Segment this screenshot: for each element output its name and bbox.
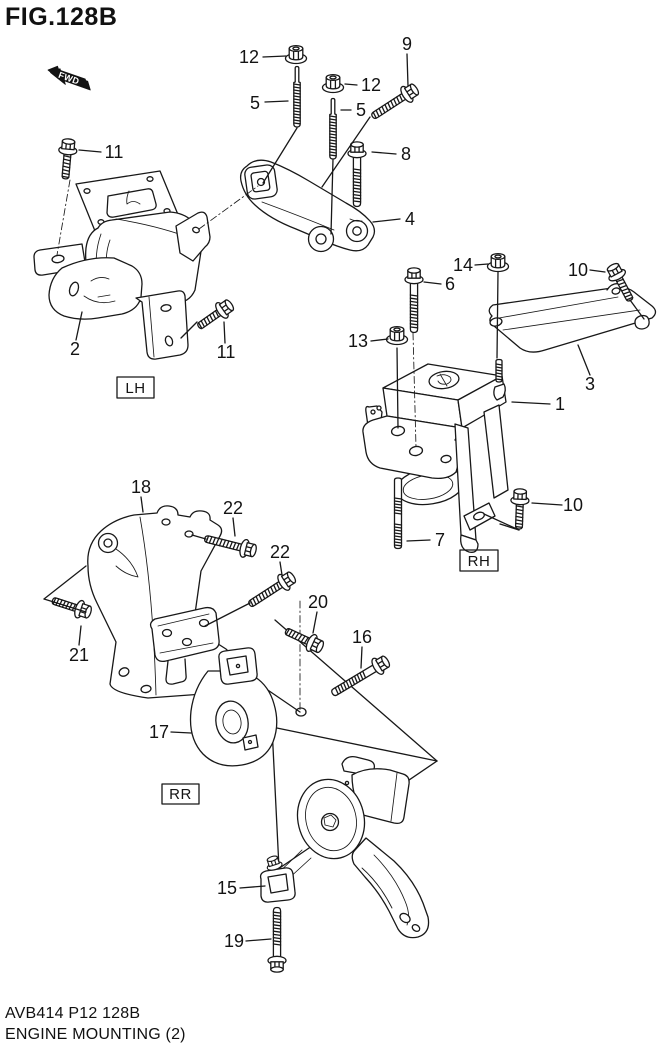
figure-title: FIG.128B (5, 3, 118, 31)
fwd-direction-marker: FWD (47, 65, 91, 91)
callout-text: 6 (445, 274, 455, 294)
callout-text: 17 (149, 722, 169, 742)
bolt-10b (510, 489, 529, 530)
section-label-rr: RR (161, 783, 200, 805)
callout-text: 11 (105, 142, 124, 162)
callout-text: 22 (223, 498, 243, 518)
lh-mount-assembly-part2 (33, 170, 211, 360)
callout-text: 4 (405, 209, 415, 229)
callout-text: 20 (308, 592, 328, 612)
callout-text: 13 (348, 331, 368, 351)
callout-text: 18 (131, 477, 151, 497)
callout-10b: 10 (531, 495, 583, 515)
callout-text: 15 (217, 878, 237, 898)
callout-1: 1 (511, 394, 565, 414)
stopper-bracket-part3 (488, 282, 657, 353)
bolt-11a (56, 138, 77, 180)
stud-7 (393, 477, 403, 550)
section-label-lh: LH (116, 376, 155, 399)
callout-9: 9 (402, 34, 412, 87)
stud-5b (329, 97, 337, 160)
callout-text: 22 (270, 542, 290, 562)
callout-13: 13 (348, 331, 389, 351)
callout-text: 12 (361, 75, 381, 95)
bolt-8 (348, 142, 366, 207)
fwd-arrow-label: FWD (57, 70, 81, 87)
callout-text: 16 (352, 627, 372, 647)
fitment-lines (43, 116, 645, 627)
fwd-arrow-icon (47, 65, 89, 88)
callout-text: 10 (568, 260, 588, 280)
callout-text: 2 (70, 339, 80, 359)
bolt-21 (50, 592, 94, 622)
stopper-part15 (259, 853, 296, 903)
callout-17: 17 (149, 722, 192, 742)
callout-text: 12 (239, 47, 259, 67)
section-label-text: RH (468, 553, 491, 570)
callout-text: 9 (402, 34, 412, 54)
callout-15: 15 (217, 878, 266, 898)
nut-12b (321, 73, 345, 94)
section-labels: LH RH RR (116, 376, 499, 805)
callout-text: 19 (224, 931, 244, 951)
stud-5a (293, 65, 301, 128)
callout-22b: 22 (270, 542, 290, 576)
callout-text: 11 (217, 342, 236, 362)
callout-20: 20 (308, 592, 328, 634)
callout-7: 7 (406, 530, 445, 550)
callout-6: 6 (423, 274, 455, 294)
callout-12b: 12 (344, 75, 381, 95)
nut-13 (385, 325, 409, 346)
bolt-19 (268, 908, 286, 973)
callout-text: 7 (435, 530, 445, 550)
figure-code: AVB414 P12 128B (5, 1005, 141, 1022)
callout-text: 5 (356, 100, 366, 120)
rr-mount-assembly (259, 756, 430, 939)
callout-text: 3 (585, 374, 595, 394)
nut-14 (486, 252, 510, 273)
callout-text: 8 (401, 144, 411, 164)
callout-text: 21 (69, 645, 89, 665)
figure-name: ENGINE MOUNTING (2) (5, 1026, 186, 1043)
stud-rh-top (495, 358, 503, 383)
section-label-text: RR (169, 786, 192, 803)
callout-text: 1 (555, 394, 565, 414)
nut-12a (284, 44, 308, 65)
callout-2: 2 (70, 311, 83, 359)
section-label-text: LH (125, 380, 145, 397)
bolt-20 (282, 623, 326, 656)
callout-text: 14 (453, 255, 473, 275)
callout-labels: 12 5 12 5 9 8 11 4 6 14 10 13 3 1 2 11 7… (69, 34, 606, 951)
callout-21: 21 (69, 625, 89, 665)
side-bracket-part18 (87, 505, 231, 699)
callout-18: 18 (131, 477, 151, 513)
callout-5b: 5 (340, 100, 366, 120)
callout-22a: 22 (223, 498, 243, 537)
section-label-rh: RH (459, 549, 499, 572)
bolt-11b (193, 296, 236, 334)
callout-16: 16 (352, 627, 372, 669)
callout-19: 19 (224, 931, 272, 951)
callout-4: 4 (372, 209, 415, 229)
bolt-6 (405, 268, 423, 333)
callout-5a: 5 (250, 93, 289, 113)
callout-11a: 11 (78, 142, 124, 162)
callout-14: 14 (453, 255, 489, 275)
callout-11b: 11 (217, 321, 236, 362)
rh-mount-part1 (362, 363, 509, 553)
callout-8: 8 (371, 144, 411, 164)
callout-text: 10 (563, 495, 583, 515)
callout-12a: 12 (239, 47, 287, 67)
callout-10a: 10 (568, 260, 606, 280)
bolt-22b (245, 568, 299, 612)
rear-bracket-part17 (189, 647, 278, 767)
callout-text: 5 (250, 93, 260, 113)
callout-3: 3 (577, 344, 595, 394)
